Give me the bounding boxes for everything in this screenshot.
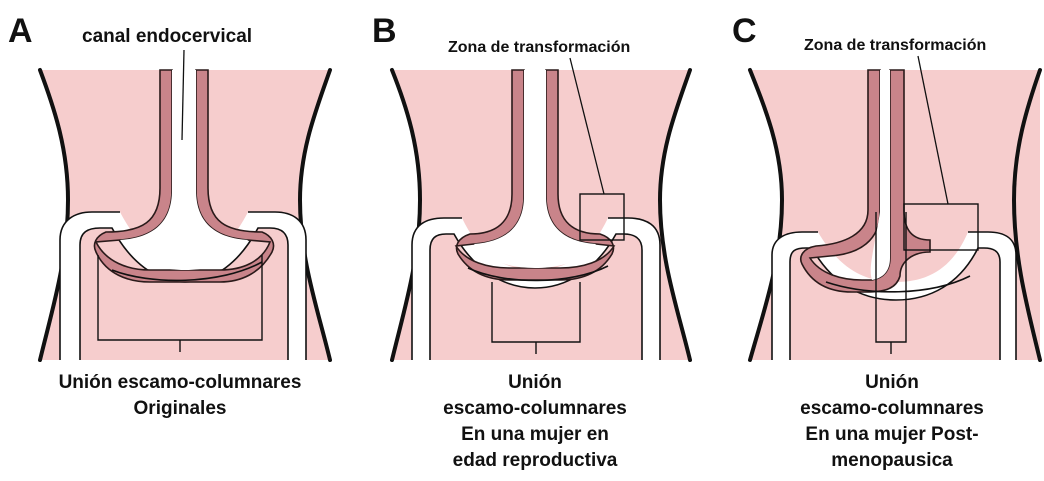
panel-c-letter: C — [732, 12, 757, 50]
panel-b-squamous-ring-outline — [411, 217, 661, 360]
panel-c: C Zona de transformación Unión escamo-co… — [732, 12, 1042, 471]
panel-c-transformation-box — [903, 203, 979, 251]
panel-a-callout-leader — [181, 49, 185, 141]
panel-b-transformation-box — [579, 193, 625, 241]
panel-b-caption-line-4: edad reproductiva — [453, 450, 618, 471]
panel-a-letter: A — [8, 12, 33, 50]
panel-b-letter: B — [372, 12, 397, 50]
panel-a-caption-line-2: Originales — [134, 398, 227, 419]
panel-c-canal-base-line — [825, 275, 971, 293]
panel-c-caption-line-4: menopausica — [831, 450, 953, 471]
panel-c-canal — [870, 70, 890, 280]
panel-a-callout-label: canal endocervical — [82, 26, 252, 47]
panel-b-canal — [474, 70, 596, 268]
panel-c-callout-leader — [917, 55, 949, 205]
panel-c-outline-right — [1012, 68, 1042, 362]
panel-c-caption-line-1: Unión — [865, 372, 919, 393]
panel-c-callout-label: Zona de transformación — [804, 37, 986, 54]
panel-c-columnar-epithelium — [800, 69, 931, 293]
panel-b-canal-base-line — [467, 265, 609, 282]
panel-b-outline-left — [390, 68, 422, 362]
panel-a-canal-base-line — [111, 261, 263, 282]
panel-b-squamous-ring — [412, 218, 660, 360]
panel-a-outline-right — [298, 68, 332, 362]
panel-b-outline-right — [658, 68, 692, 362]
panel-a-caption-line-1: Unión escamo-columnares — [59, 372, 302, 393]
panel-c-squamous-ring-outline — [771, 231, 1017, 360]
panel-a-canal — [120, 70, 248, 270]
panel-b-caption-line-1: Unión — [508, 372, 562, 393]
panel-b-caption-line-2: escamo-columnares — [443, 398, 627, 419]
panel-a-outline-left — [38, 68, 70, 362]
panel-b-caption-line-3: En una mujer en — [461, 424, 609, 445]
panel-c-outline-left — [748, 68, 784, 362]
panel-b-callout-leader — [569, 57, 605, 195]
panel-b-columnar-epithelium — [454, 69, 616, 281]
panel-c-caption-line-3: En una mujer Post- — [805, 424, 978, 445]
panel-c-caption-line-2: escamo-columnares — [800, 398, 984, 419]
panel-c-bracket — [875, 212, 907, 354]
panel-b: B Zona de transformación Unión escamo-co… — [372, 12, 692, 471]
panel-b-bracket — [491, 282, 581, 354]
panel-a-bracket — [97, 255, 263, 352]
panel-a: A canal endocervical Unión escamo-column… — [8, 12, 332, 419]
panel-b-callout-label: Zona de transformación — [448, 39, 630, 56]
panel-c-squamous-ring — [772, 232, 1016, 360]
panel-a-columnar-epithelium — [93, 69, 275, 283]
